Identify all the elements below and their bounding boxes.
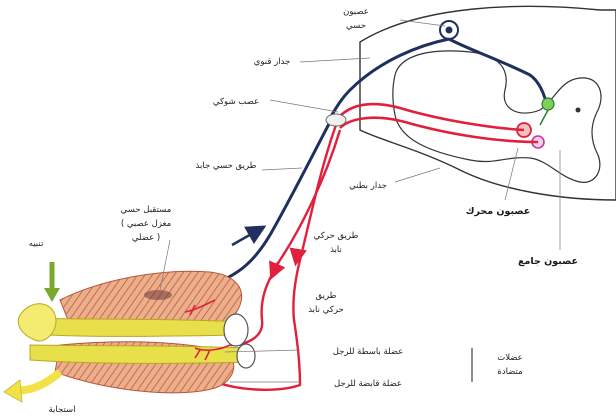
label-spinal-nerve: عصب شوكي bbox=[213, 97, 259, 107]
label-response: استجابة bbox=[48, 405, 75, 415]
label-motor-neurons: عصبون محرك bbox=[466, 206, 530, 217]
bone-upper bbox=[30, 318, 245, 336]
label-motor-path-flexor-1: طريق حركي bbox=[314, 231, 359, 241]
label-motor-path-flexor-2: نابذ bbox=[330, 245, 342, 255]
knee-joint bbox=[18, 304, 56, 341]
label-flexor-muscle: عضلة قابضة للرجل bbox=[334, 379, 402, 389]
spinal-cord-section bbox=[360, 6, 616, 200]
label-sensory-receptor-2: ( مغزل عصبي bbox=[121, 219, 171, 229]
label-sensory-neuron-1: عصبون bbox=[343, 7, 369, 17]
label-extensor-muscle: عضلة باسطة للرجل bbox=[333, 347, 404, 357]
muscle-spindle bbox=[144, 290, 172, 300]
label-associative-neuron: عصبون جامع bbox=[518, 256, 578, 267]
label-sensory-receptor-3: عضلي ) bbox=[132, 233, 160, 243]
label-antagonist-1: عضلات bbox=[497, 353, 523, 363]
label-sensory-path: طريق حسي جابذ bbox=[196, 161, 257, 171]
label-stimulus: تنبيه bbox=[29, 239, 44, 249]
label-sensory-receptor-1: مستقبل حسي bbox=[121, 205, 172, 215]
label-grey-matter: جدار قنوي bbox=[254, 57, 291, 67]
label-white-matter: جدار بطني bbox=[349, 181, 387, 191]
label-motor-path-extensor-1: طريق bbox=[316, 291, 337, 301]
spinal-nerve-junction bbox=[326, 114, 346, 126]
stimulus-arrow bbox=[44, 262, 60, 302]
bone-lower bbox=[30, 345, 250, 363]
label-antagonist-2: متضادة bbox=[497, 367, 522, 377]
label-sensory-neuron-2: حسي bbox=[346, 21, 366, 31]
label-motor-path-extensor-2: حركي نابذ bbox=[308, 305, 344, 315]
central-canal bbox=[576, 108, 581, 113]
response-arrow bbox=[4, 372, 60, 402]
